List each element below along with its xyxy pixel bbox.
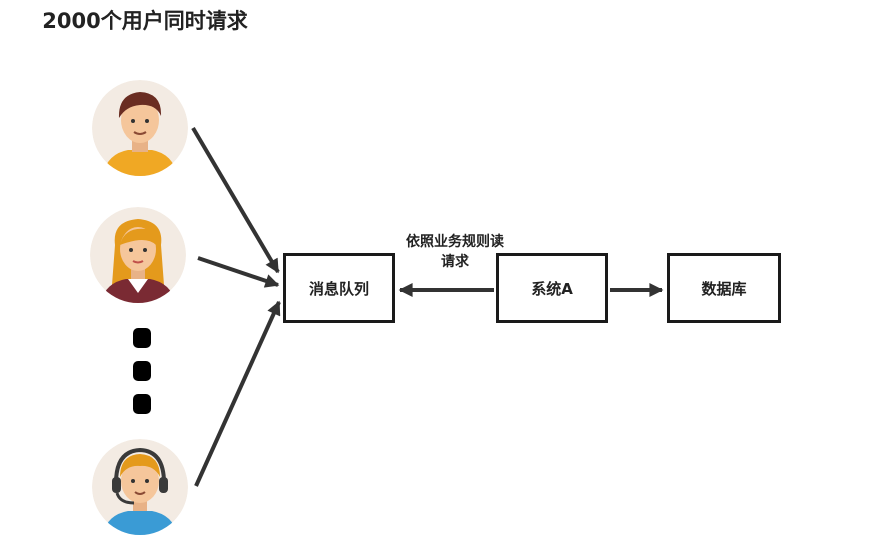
dot <box>133 328 151 348</box>
node-system-a: 系统A <box>496 253 608 323</box>
node-message-queue: 消息队列 <box>283 253 395 323</box>
node-label: 数据库 <box>701 279 747 298</box>
edge-label-read-rule: 依照业务规则读请求 <box>406 234 504 270</box>
arrow-user1-to-queue <box>191 126 280 274</box>
female-user-avatar-icon <box>90 207 186 303</box>
node-database: 数据库 <box>667 253 781 323</box>
dot <box>133 394 151 414</box>
arrow-user2-to-queue <box>197 256 280 288</box>
arrow-user3-to-queue <box>194 300 281 487</box>
male-user-avatar-icon <box>92 80 188 176</box>
dot <box>133 361 151 381</box>
headset-user-avatar-icon <box>92 439 188 535</box>
node-label: 系统A <box>531 279 573 298</box>
diagram-title: 2000个用户同时请求 <box>42 9 248 33</box>
node-label: 消息队列 <box>308 279 369 298</box>
